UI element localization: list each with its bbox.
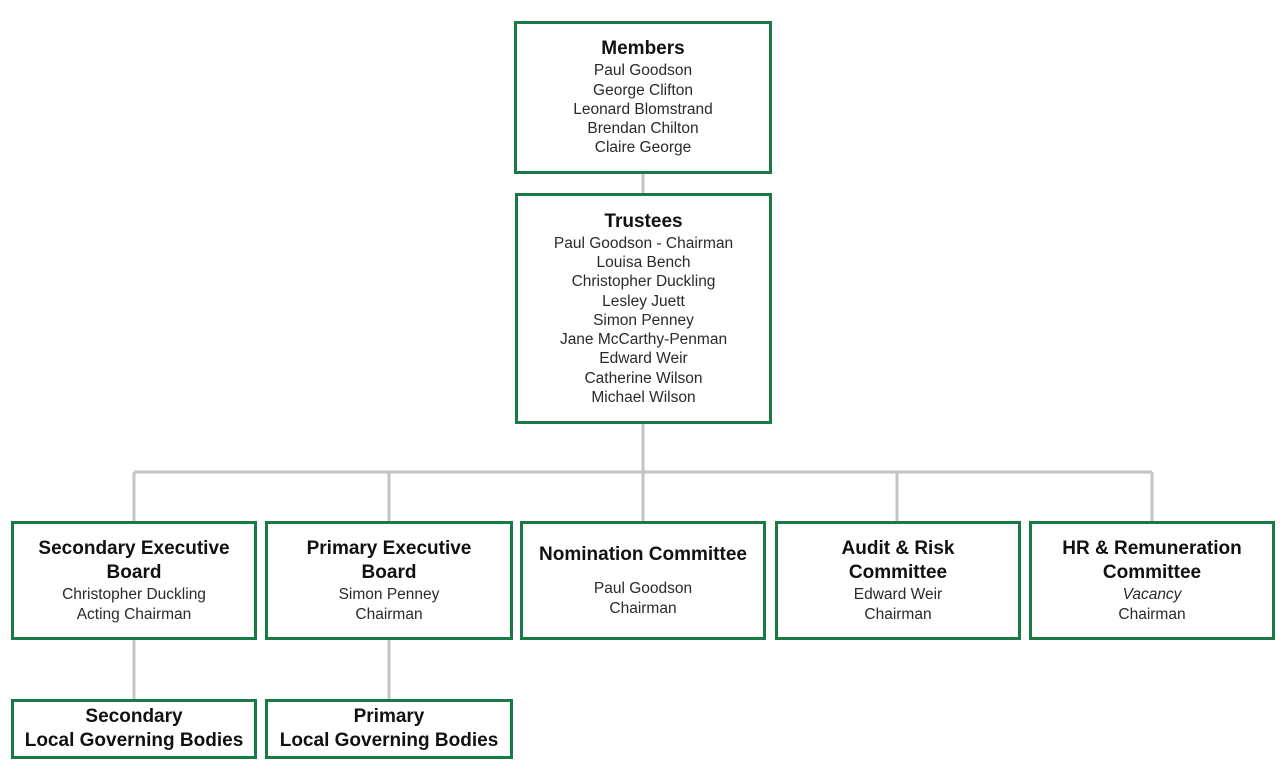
committee-role: Chairman — [864, 605, 932, 623]
hr-remuneration-committee-box: HR & Remuneration Committee Vacancy Chai… — [1029, 521, 1275, 640]
member-name: Paul Goodson — [593, 62, 693, 80]
secondary-executive-board-box: Secondary Executive Board Christopher Du… — [11, 521, 257, 640]
committee-title: Secondary Executive Board — [38, 538, 230, 584]
committee-title: HR & Remuneration Committee — [1062, 538, 1242, 584]
trustee-name: Catherine Wilson — [584, 369, 703, 387]
trustee-name: Jane McCarthy-Penman — [559, 331, 728, 349]
members-box: Members Paul Goodson George Clifton Leon… — [514, 21, 772, 174]
trustee-name: Louisa Bench — [596, 253, 691, 271]
secondary-local-governing-bodies-box: Secondary Local Governing Bodies — [11, 699, 257, 759]
trustee-name: Edward Weir — [599, 350, 688, 368]
lgb-line2: Local Governing Bodies — [279, 730, 499, 751]
primary-executive-board-box: Primary Executive Board Simon Penney Cha… — [265, 521, 513, 640]
lgb-line1: Primary — [353, 706, 425, 727]
trustee-name: Lesley Juett — [602, 292, 685, 310]
committee-title: Primary Executive Board — [306, 538, 472, 584]
trustee-name: Michael Wilson — [591, 389, 696, 407]
committee-title: Nomination Committee — [539, 544, 747, 566]
committee-person: Christopher Duckling — [62, 586, 206, 604]
trustee-name: Christopher Duckling — [571, 273, 716, 291]
committee-role: Acting Chairman — [76, 605, 192, 623]
trustee-name: Simon Penney — [593, 311, 694, 329]
member-name: Brendan Chilton — [587, 120, 699, 138]
lgb-line1: Secondary — [85, 706, 183, 727]
committee-title: Audit & Risk Committee — [841, 538, 955, 584]
trustees-box: Trustees Paul Goodson - Chairman Louisa … — [515, 193, 772, 424]
committee-role: Chairman — [1118, 605, 1186, 623]
committee-role: Chairman — [355, 605, 423, 623]
committee-person: Paul Goodson — [593, 580, 693, 598]
member-name: George Clifton — [593, 81, 693, 99]
committee-person: Edward Weir — [853, 586, 943, 604]
lgb-line2: Local Governing Bodies — [24, 730, 244, 751]
member-name: Claire George — [594, 139, 692, 157]
members-title: Members — [601, 38, 685, 60]
member-name: Leonard Blomstrand — [573, 100, 713, 118]
trustee-name: Paul Goodson - Chairman — [553, 234, 734, 252]
trustees-title: Trustees — [604, 210, 683, 232]
audit-risk-committee-box: Audit & Risk Committee Edward Weir Chair… — [775, 521, 1021, 640]
committee-role: Chairman — [609, 599, 677, 617]
committee-person: Simon Penney — [338, 586, 440, 604]
nomination-committee-box: Nomination Committee Paul Goodson Chairm… — [520, 521, 766, 640]
committee-person: Vacancy — [1122, 586, 1182, 604]
primary-local-governing-bodies-box: Primary Local Governing Bodies — [265, 699, 513, 759]
